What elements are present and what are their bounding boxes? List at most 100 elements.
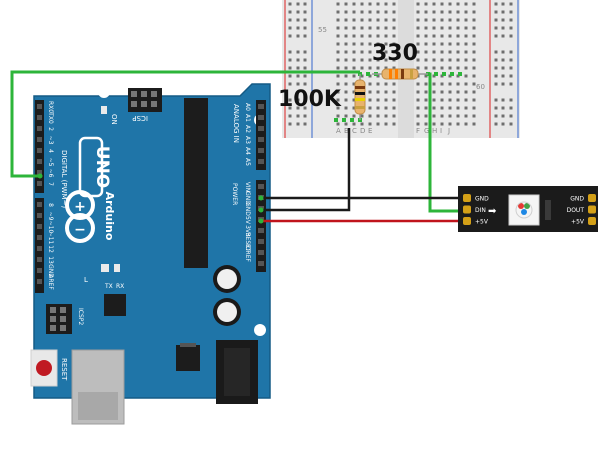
digital-pin-hole[interactable] <box>37 213 42 218</box>
resistor-330-label: 330 <box>372 41 418 66</box>
breadboard-rail-hole <box>494 82 498 86</box>
analog-pin-hole[interactable] <box>258 104 264 109</box>
digital-pin-hole[interactable] <box>37 246 42 251</box>
breadboard-rail-hole <box>296 58 300 62</box>
breadboard-rail-hole <box>494 106 498 110</box>
breadboard-hole <box>472 50 476 54</box>
breadboard-rail-hole <box>494 2 498 6</box>
breadboard-hole <box>464 34 468 38</box>
icsp2-pin <box>60 307 66 313</box>
breadboard-hole <box>424 26 428 30</box>
breadboard-hole <box>392 2 396 6</box>
digital-pin-hole[interactable] <box>37 202 42 207</box>
breadboard-hole <box>344 98 348 102</box>
analog-pin-hole[interactable] <box>258 159 264 164</box>
wire-black-gnd-to-resistor <box>261 128 351 212</box>
breadboard-hole <box>432 90 436 94</box>
breadboard-rail-hole <box>296 98 300 102</box>
breadboard-column-label: D <box>360 127 365 135</box>
digital-pin-hole[interactable] <box>37 159 42 164</box>
breadboard-hole <box>448 114 452 118</box>
breadboard-hole <box>392 106 396 110</box>
digital-pin-hole[interactable] <box>37 279 42 284</box>
breadboard-hole <box>416 122 420 126</box>
analog-pin-label: A1 <box>244 114 251 122</box>
digital-pin-hole[interactable] <box>37 257 42 262</box>
analog-pin-hole[interactable] <box>258 115 264 120</box>
breadboard-hole <box>352 98 356 102</box>
power-pin-hole[interactable] <box>258 239 264 244</box>
power-pin-hole[interactable] <box>258 261 264 266</box>
analog-pin-label: A0 <box>244 103 251 111</box>
breadboard-hole <box>440 58 444 62</box>
power-pin-hole[interactable] <box>258 184 264 189</box>
atmega-chip <box>184 98 208 268</box>
module-left-pad <box>463 217 471 225</box>
breadboard-rail-hole <box>288 66 292 70</box>
module-right-pad <box>588 194 596 202</box>
breadboard-rail-hole <box>509 114 513 118</box>
analog-pin-hole[interactable] <box>258 126 264 131</box>
breadboard-rail-hole <box>303 34 307 38</box>
breadboard-hole <box>384 34 388 38</box>
digital-pin-hole[interactable] <box>37 148 42 153</box>
power-header <box>256 180 266 272</box>
analog-pin-label: A3 <box>244 136 251 144</box>
breadboard-hole <box>336 26 340 30</box>
breadboard-rail-hole <box>303 2 307 6</box>
breadboard-hole <box>456 66 460 70</box>
digital-pin-hole[interactable] <box>37 126 42 131</box>
digital-pin-hole[interactable] <box>37 115 42 120</box>
breadboard-rail-hole <box>501 106 505 110</box>
power-pin-hole[interactable] <box>258 228 264 233</box>
digital-pin-hole[interactable] <box>37 235 42 240</box>
digital-pin-hole[interactable] <box>37 104 42 109</box>
digital-pin-hole[interactable] <box>37 170 42 175</box>
voltage-regulator-tab <box>180 343 196 347</box>
digital-header-bottom <box>35 198 44 293</box>
breadboard-hole <box>392 50 396 54</box>
digital-pin-hole[interactable] <box>37 181 42 186</box>
breadboard-rail-hole <box>501 114 505 118</box>
breadboard-rail-hole <box>494 114 498 118</box>
module-left-pin-label: DIN <box>475 207 486 214</box>
breadboard-rail-hole <box>501 18 505 22</box>
breadboard-column-label: I <box>440 127 442 135</box>
digital-pin-label: TX0 <box>47 111 54 124</box>
resistor-100k-label: 100K <box>278 87 342 112</box>
breadboard-rail-hole <box>509 58 513 62</box>
digital-pin-hole[interactable] <box>37 224 42 229</box>
wire-end-black-gnd-2 <box>258 207 264 213</box>
breadboard-rail-hole <box>296 34 300 38</box>
breadboard-hole <box>464 98 468 102</box>
breadboard-hole <box>392 90 396 94</box>
breadboard-hole <box>448 18 452 22</box>
digital-label: DIGITAL (PWM~) <box>60 150 68 208</box>
breadboard-hole <box>448 122 452 126</box>
breadboard-hole <box>448 82 452 86</box>
breadboard-hole <box>336 34 340 38</box>
breadboard-rail-hole <box>288 10 292 14</box>
analog-pin-hole[interactable] <box>258 137 264 142</box>
breadboard-column-label: J <box>447 127 450 135</box>
reset-button-cap[interactable] <box>36 360 52 376</box>
dc-power-jack-inner <box>224 348 250 396</box>
digital-pin-label: 2 <box>47 127 54 131</box>
power-pin-hole[interactable] <box>258 250 264 255</box>
breadboard-hole <box>448 98 452 102</box>
breadboard-hole <box>336 66 340 70</box>
breadboard-hole <box>472 114 476 118</box>
breadboard-rail-hole <box>501 50 505 54</box>
breadboard-rail-hole <box>303 122 307 126</box>
digital-pin-label: AREF <box>47 274 54 290</box>
analog-pin-hole[interactable] <box>258 148 264 153</box>
digital-pin-hole[interactable] <box>37 268 42 273</box>
breadboard-hole <box>424 18 428 22</box>
digital-pin-hole[interactable] <box>37 137 42 142</box>
breadboard-rail-hole <box>509 106 513 110</box>
breadboard-hole <box>384 98 388 102</box>
breadboard-rail-hole <box>501 74 505 78</box>
breadboard-hole <box>392 18 396 22</box>
